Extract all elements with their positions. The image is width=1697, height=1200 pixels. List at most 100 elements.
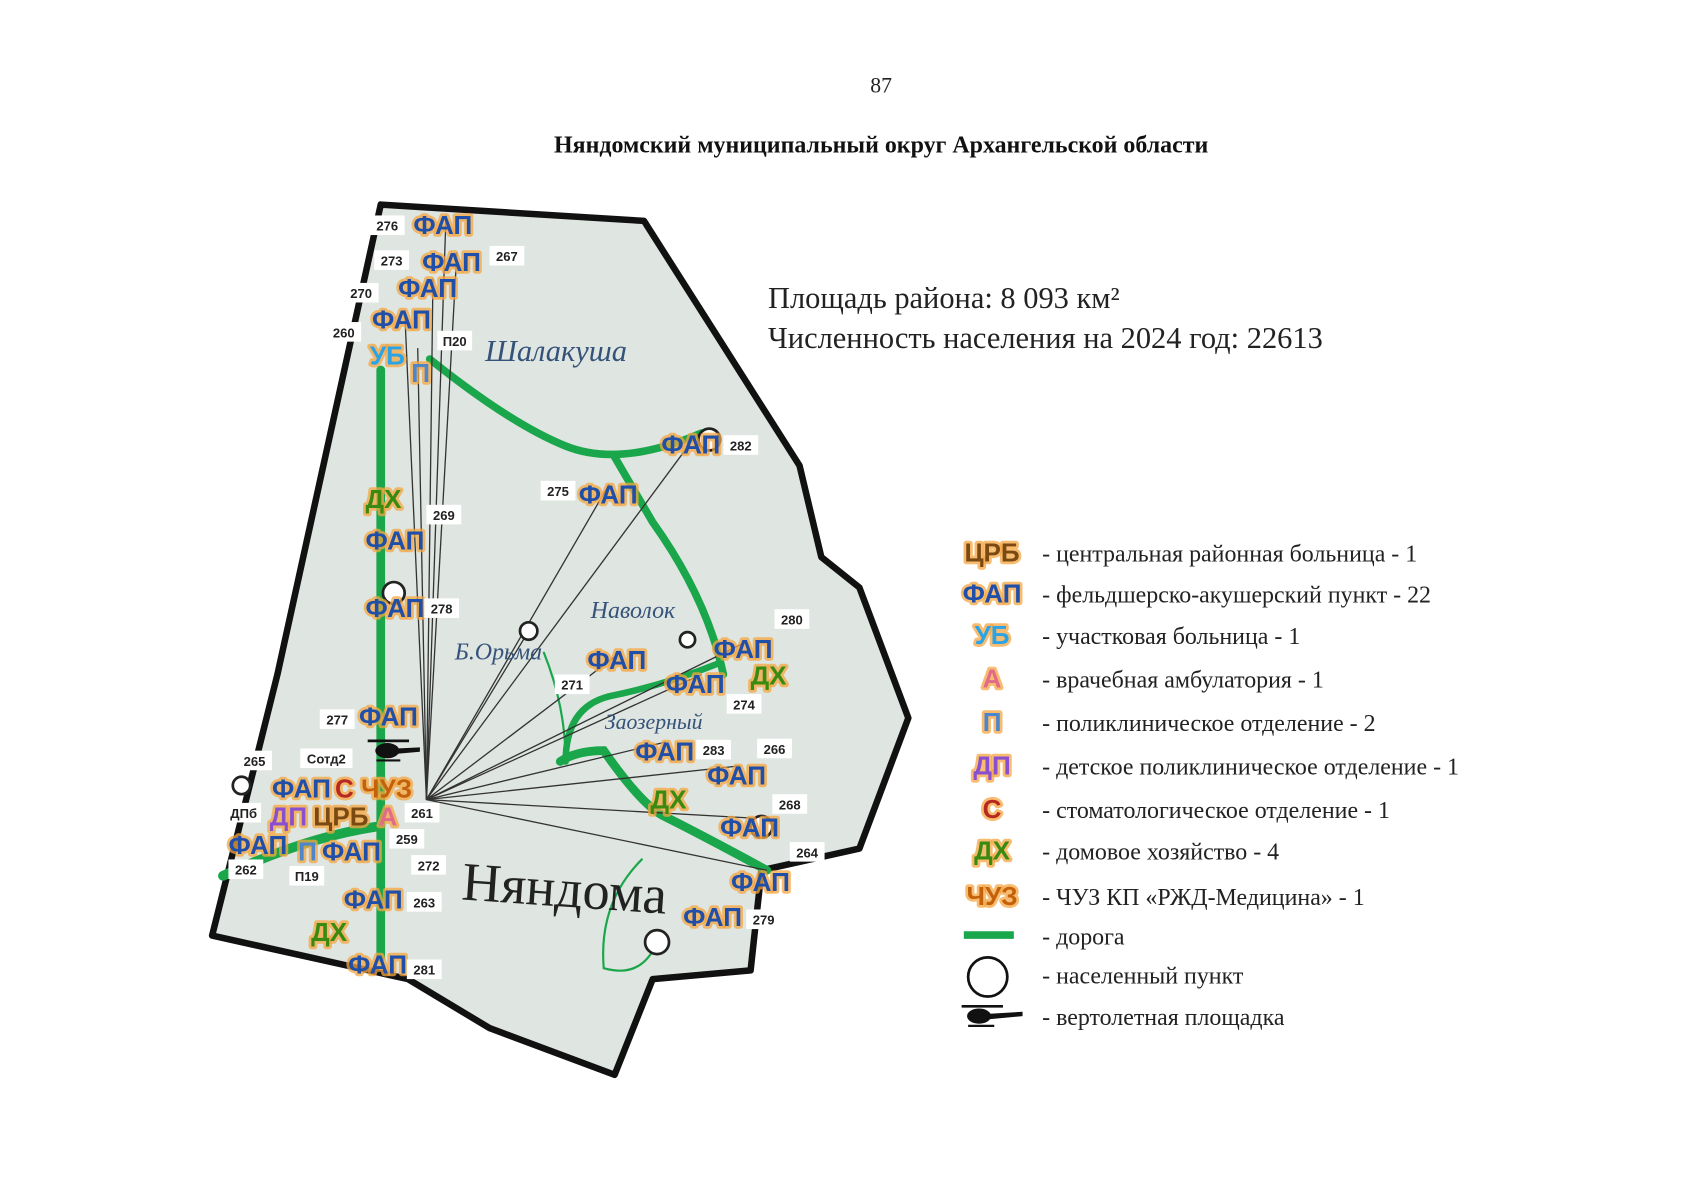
road-swatch (963, 931, 1014, 939)
legend-symbol: ДХ (974, 835, 1011, 865)
facility-code: 272 (418, 858, 440, 873)
legend-text: - участковая больница - 1 (1042, 624, 1300, 650)
connection-line (426, 741, 666, 801)
settlement-circle (678, 630, 697, 649)
legend-symbol: А (983, 664, 1002, 694)
settlement-icon (966, 955, 1009, 998)
helicopter-icon (367, 739, 420, 762)
connection-line (425, 483, 610, 800)
facility-code-box (726, 694, 762, 714)
facility-type-label: ДП (270, 802, 307, 832)
facility-code-box (374, 250, 410, 270)
facility-code-box (424, 598, 460, 618)
facility-type-label: А (379, 802, 398, 832)
facility-code-box (723, 435, 759, 455)
place-nyandoma: Няндома (460, 852, 669, 926)
facility-code-box (411, 855, 447, 875)
facility-marker-chuz[interactable]: ЧУЗ (358, 771, 414, 806)
facility-type-label: ФАП (228, 830, 287, 860)
connection-line (425, 630, 530, 800)
facility-code-box (540, 480, 576, 501)
connection-line (426, 798, 768, 871)
legend-item-a: А - врачебная амбулатория - 1 (980, 661, 1324, 696)
facility-marker-s[interactable]: С Сотд2 (300, 748, 357, 806)
connection-line (426, 798, 753, 819)
road (542, 651, 659, 972)
facility-marker-dh[interactable]: ДХ (748, 658, 790, 693)
facility-type-label: УБ (370, 340, 405, 370)
legend-item-s: С- стоматологическое отделение - 1 (980, 791, 1390, 826)
facility-marker-fap[interactable]: ФАП 272 (319, 834, 447, 875)
helicopter-icon (961, 1004, 1023, 1027)
legend-item-dh: ДХ- домовое хозяйство - 4 (971, 833, 1279, 868)
facility-marker-p[interactable]: П П19 (289, 834, 325, 886)
legend-text: - врачебная амбулатория - 1 (1042, 668, 1324, 694)
facility-code-box (406, 959, 442, 980)
road (555, 746, 772, 875)
connection-line (426, 641, 747, 801)
road (562, 660, 722, 765)
facility-marker-dh[interactable]: ДХ (363, 481, 405, 516)
legend-text: - дорога (1042, 924, 1125, 950)
facility-marker-ub[interactable]: УБ 260 (326, 322, 408, 373)
facility-code: 281 (413, 963, 435, 978)
facility-code: 275 (547, 484, 569, 499)
place-b-orma: Б.Орьма (454, 639, 542, 665)
legend-symbol: П (983, 707, 1002, 737)
facility-code-box (774, 609, 810, 629)
facility-code: 283 (703, 743, 725, 758)
facility-code-box (554, 674, 590, 695)
legend-item-p: П- поликлиническое отделение - 2 (980, 704, 1376, 739)
facility-type-label: ФАП (372, 305, 431, 335)
facility-code: 259 (396, 832, 418, 847)
facility-code-box (406, 892, 442, 912)
facility-type-label: ФАП (587, 645, 646, 675)
facility-code-box (489, 245, 525, 266)
facility-marker-dh[interactable]: ДХ (648, 782, 690, 817)
district-map: Шалакуша Наволок Б.Орьма Заозерный Няндо… (208, 201, 912, 1079)
road (610, 453, 728, 679)
facility-type-label: ФАП (322, 837, 381, 867)
facility-code-box (437, 330, 473, 351)
facility-type-label: ФАП (344, 884, 403, 914)
place-shalakusha: Шалакуша (484, 334, 627, 368)
facility-code: 268 (779, 797, 801, 812)
facility-code: Сотд2 (307, 752, 346, 767)
facility-marker-dh[interactable]: ДХ (308, 914, 350, 949)
facility-type-label: П (411, 358, 430, 388)
facility-code: 260 (333, 325, 355, 340)
facility-code-box (746, 909, 782, 930)
facility-code: П19 (295, 869, 319, 884)
facility-code-box (300, 748, 353, 769)
facility-type-label: П (298, 837, 317, 867)
road (425, 355, 706, 459)
facility-type-label: С (335, 773, 354, 803)
